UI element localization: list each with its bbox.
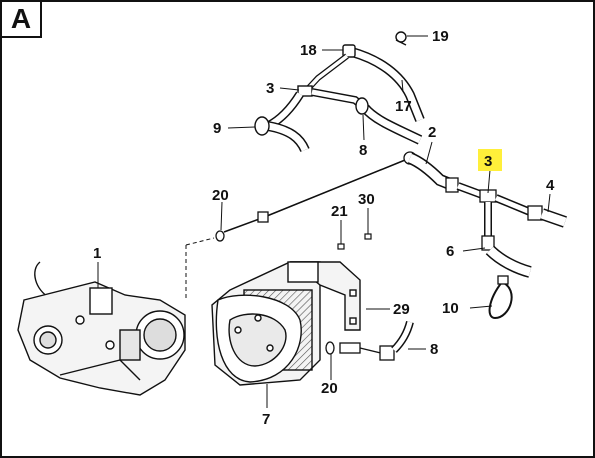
callout-21: 21: [331, 203, 348, 220]
leader-lines-upper: [227, 35, 428, 141]
callout-10: 10: [442, 300, 459, 317]
callout-2: 2: [428, 124, 436, 141]
callout-9: 9: [213, 120, 221, 137]
callout-7: 7: [262, 411, 270, 428]
upper-hose-assembly: [254, 31, 425, 153]
callout-17: 17: [395, 98, 412, 115]
callout-labels: 19 18 17 3 9 8 2 3 4 6 10 20 21 30 1 29 …: [93, 28, 555, 428]
leader-lines-lower: [266, 308, 426, 408]
callout-3-upper: 3: [266, 80, 274, 97]
callout-3-highlighted: 3: [484, 153, 492, 170]
panel-letter: A: [2, 2, 42, 38]
callout-4: 4: [546, 177, 555, 194]
highlight-marker: [478, 149, 502, 171]
charge-air-cooler-part-7: [211, 261, 361, 386]
callout-30: 30: [358, 191, 375, 208]
callout-19: 19: [432, 28, 449, 45]
callout-1: 1: [93, 245, 101, 262]
callout-18: 18: [300, 42, 317, 59]
callout-29: 29: [393, 301, 410, 318]
leader-lines-mid: [220, 141, 551, 309]
coolant-pipe-2: [215, 151, 567, 320]
callout-6: 6: [446, 243, 454, 260]
callout-20-upper: 20: [212, 187, 229, 204]
throttle-body-part-1: [17, 261, 186, 396]
callout-20-lower: 20: [321, 380, 338, 397]
lower-fittings: [325, 320, 414, 361]
callout-8-upper: 8: [359, 142, 367, 159]
bolts-21-30: [337, 233, 372, 250]
callout-8-lower: 8: [430, 341, 438, 358]
